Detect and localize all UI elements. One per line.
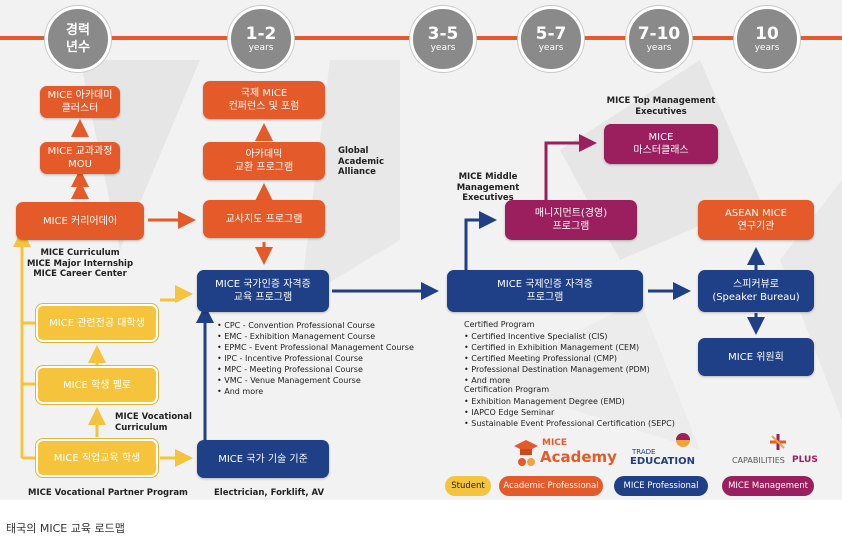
certification-program-title: Certification Program [464, 385, 550, 394]
trade-logo-bottom: EDUCATION [630, 456, 695, 467]
academy-logo-bottom: Academy [540, 448, 617, 466]
timeline-circle-7-10: 7-10 years [626, 6, 692, 72]
trade-education-logo: TRADE EDUCATION [626, 432, 698, 472]
timeline-bottom: 년수 [66, 40, 90, 55]
national-course-list: CPC - Convention Professional Course EMC… [217, 320, 414, 397]
certified-program-list: Certified Incentive Specialist (CIS) Cer… [464, 331, 650, 386]
label-vocational-curriculum: MICE Vocational Curriculum [115, 412, 192, 433]
cert-item: IAPCO Edge Seminar [464, 407, 675, 418]
cert-item: Certified Meeting Professional (CMP) [464, 353, 650, 364]
course-item: CPC - Convention Professional Course [217, 320, 414, 331]
timeline-circle-career-years: 경력 년수 [45, 6, 111, 72]
academy-logo-top: MICE [542, 438, 568, 448]
timeline-bottom: years [430, 43, 456, 53]
legend-student: Student [445, 476, 491, 496]
arrow-mgmt-to-masterclass [544, 134, 597, 200]
box-speaker-bureau: 스피커뷰로 (Speaker Bureau) [698, 270, 814, 312]
box-national-skill: MICE 국가 기술 기준 [197, 440, 329, 478]
cert-item: Exhibition Management Degree (EMD) [464, 396, 675, 407]
course-item: EPMC - Event Professional Management Cou… [217, 342, 414, 353]
box-academic-exchange: 아카데믹 교환 프로그램 [203, 142, 325, 180]
cap-logo-main: CAPABILITIES [732, 456, 785, 465]
label-curriculum: MICE Curriculum MICE Major Internship MI… [26, 248, 134, 279]
timeline-bottom: years [646, 43, 672, 53]
box-asean-institute: ASEAN MICE 연구기관 [698, 200, 814, 240]
star-burst-icon [770, 434, 786, 450]
label-middle-management: MICE Middle Management Executives [456, 172, 520, 203]
timeline-bottom: years [248, 43, 274, 53]
timeline-top: 5-7 [535, 24, 567, 44]
label-top-management: MICE Top Management Executives [606, 96, 716, 117]
cert-item: Professional Destination Management (PDM… [464, 364, 649, 375]
trade-logo-top: TRADE [632, 448, 656, 456]
globe-icon [676, 433, 690, 447]
course-item: MPC - Meeting Professional Course [217, 364, 414, 375]
legend-academic-professional: Academic Professional [499, 476, 603, 496]
timeline-top: 경력 [66, 23, 90, 38]
label-vocational-partner: MICE Vocational Partner Program [28, 488, 188, 498]
box-teacher-program: 교사지도 프로그램 [203, 200, 325, 238]
box-university-student: MICE 관련전공 대학생 [36, 304, 158, 342]
arrow-intl-to-mgmt [464, 211, 497, 270]
box-national-cert: MICE 국가인증 자격증 교육 프로그램 [197, 270, 329, 312]
certification-program-list: Exhibition Management Degree (EMD) IAPCO… [464, 396, 675, 429]
timeline-top: 1-2 [245, 24, 277, 44]
course-item: And more [217, 386, 414, 397]
box-committee: MICE 위원회 [698, 338, 814, 376]
box-student-fellow: MICE 학생 펠로 [36, 366, 158, 404]
box-curriculum-mou: MICE 교과과정 MOU [40, 142, 120, 174]
box-academy-cluster: MICE 아카데미 클러스터 [40, 86, 120, 118]
box-masterclass: MICE 마스터클래스 [604, 124, 718, 164]
box-vocational-student: MICE 직업교육 학생 [36, 439, 158, 477]
timeline-top: 3-5 [427, 24, 459, 44]
timeline-circle-10: 10 years [734, 6, 800, 72]
certified-program-title: Certified Program [464, 320, 535, 329]
cap-logo-plus: PLUS [792, 455, 818, 465]
cert-item: And more [464, 375, 650, 386]
course-item: EMC - Exhibition Management Course [217, 331, 414, 342]
timeline-bottom: years [754, 43, 780, 53]
timeline-top: 10 [755, 24, 779, 44]
capabilities-plus-logo: CAPABILITIES PLUS [730, 432, 822, 472]
timeline-top: 7-10 [637, 24, 681, 44]
timeline-bottom: years [538, 43, 564, 53]
cert-item: Certified in Exhibition Management (CEM) [464, 342, 650, 353]
arrow-univ-to-national [160, 285, 193, 303]
course-item: IPC - Incentive Professional Course [217, 353, 414, 364]
figure-caption: 태국의 MICE 교육 로드맵 [6, 522, 125, 535]
box-intl-forum: 국제 MICE 컨퍼런스 및 포럼 [203, 81, 325, 119]
cert-item: Sustainable Event Professional Certifica… [464, 418, 675, 429]
label-electrician: Electrician, Forklift, AV [214, 488, 325, 498]
legend-mice-management: MICE Management [722, 476, 814, 496]
legend-mice-professional: MICE Professional [614, 476, 708, 496]
box-intl-cert: MICE 국제인증 자격증 프로그램 [447, 270, 643, 312]
timeline-circle-5-7: 5-7 years [518, 6, 584, 72]
course-item: VMC - Venue Management Course [217, 375, 414, 386]
label-global-alliance: Global Academic Alliance [338, 146, 385, 177]
timeline-circle-3-5: 3-5 years [410, 6, 476, 72]
timeline-circle-1-2: 1-2 years [228, 6, 294, 72]
mice-academy-logo: MICE Academy [510, 432, 617, 472]
box-career-day: MICE 커리어데이 [16, 202, 144, 240]
cert-item: Certified Incentive Specialist (CIS) [464, 331, 650, 342]
box-management-program: 매니지먼트(경영) 프로그램 [505, 200, 637, 240]
bg-shard [300, 60, 400, 300]
graduation-cap-icon [514, 440, 538, 466]
